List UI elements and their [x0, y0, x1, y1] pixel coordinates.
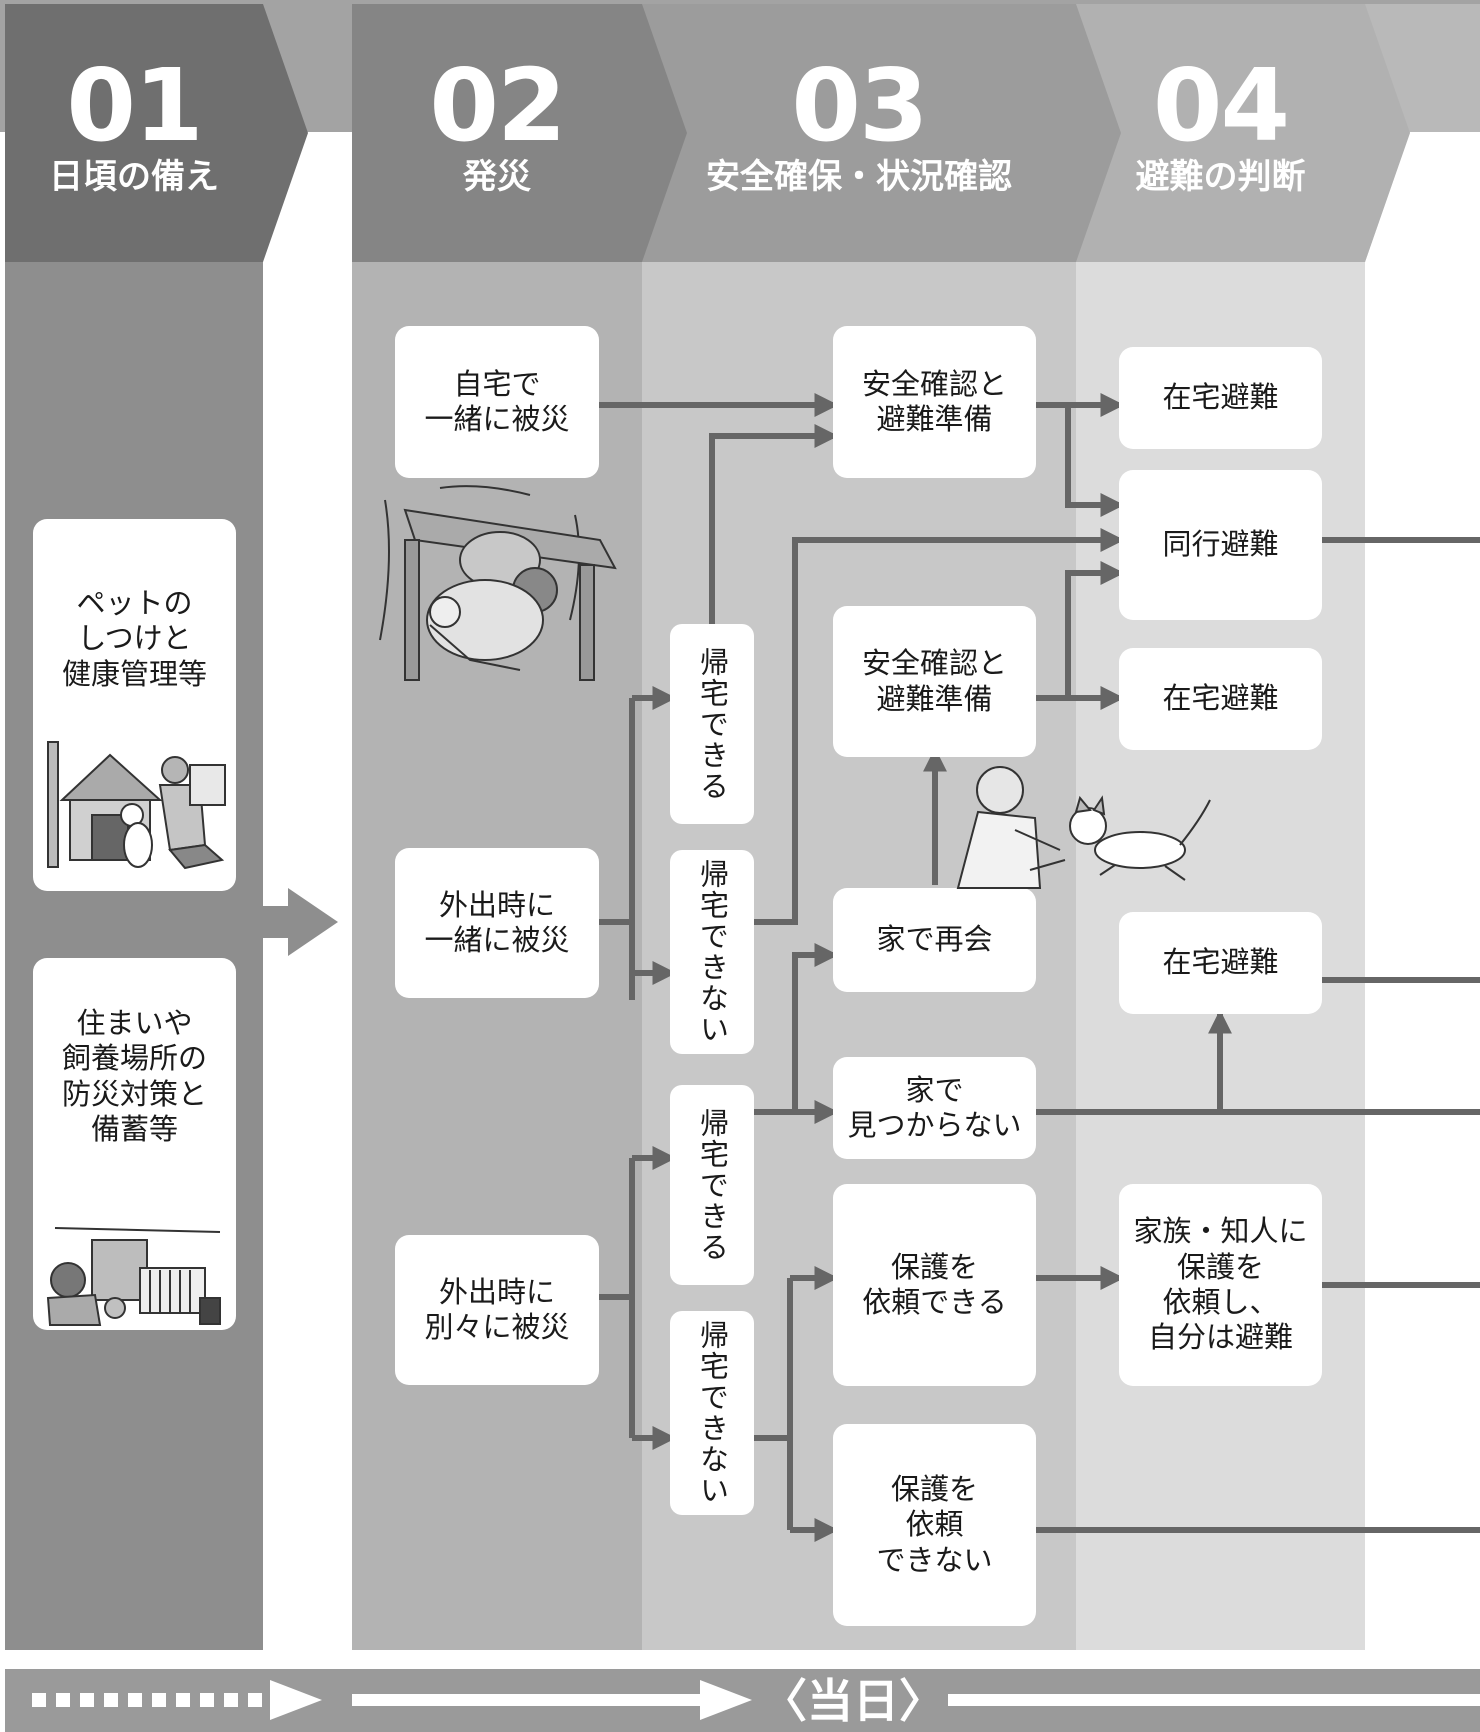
stage-02-header: 02 発災 — [352, 4, 642, 262]
cannot-return-home-1-text: 帰宅できない — [695, 859, 730, 1045]
timeline-bar — [5, 1669, 1480, 1732]
home-evacuation-box-1: 在宅避難 — [1119, 347, 1322, 449]
can-request-protection-box: 保護を 依頼できる — [833, 1184, 1036, 1386]
cannot-return-home-2-text: 帰宅できない — [695, 1320, 730, 1506]
col1-body — [5, 262, 263, 1650]
can-return-home-1: 帰宅できる — [670, 624, 754, 824]
pet-training-box: ペットの しつけと 健康管理等 — [33, 519, 236, 891]
stage-01-number: 01 — [66, 47, 203, 164]
not-found-at-home-box: 家で 見つからない — [833, 1057, 1036, 1159]
home-evacuation-box-3: 在宅避難 — [1119, 912, 1322, 1014]
stage-01-header: 01 日頃の備え — [5, 4, 263, 262]
can-return-home-2: 帰宅できる — [670, 1085, 754, 1285]
stage-04-header: 04 避難の判断 — [1076, 4, 1365, 262]
disaster-at-home-box: 自宅で 一緒に被災 — [395, 326, 599, 478]
stage-04-label: 避難の判断 — [1135, 157, 1306, 197]
accompanied-evacuation-text: 同行避難 — [1162, 527, 1279, 562]
outing-together-text: 外出時に 一緒に被災 — [424, 887, 570, 957]
cannot-return-home-1: 帰宅できない — [670, 850, 754, 1054]
safety-check-1-text: 安全確認と 避難準備 — [861, 366, 1007, 436]
stage-03-header: 03 安全確保・状況確認 — [642, 4, 1076, 262]
outing-together-box: 外出時に 一緒に被災 — [395, 848, 599, 998]
home-evacuation-3-text: 在宅避難 — [1162, 945, 1279, 980]
request-family-text: 家族・知人に 保護を 依頼し、 自分は避難 — [1133, 1214, 1308, 1355]
pet-training-text: ペットの しつけと 健康管理等 — [61, 586, 207, 691]
disaster-at-home-text: 自宅で 一緒に被災 — [424, 366, 570, 436]
stage-02-number: 02 — [429, 47, 566, 164]
can-return-home-2-text: 帰宅できる — [695, 1107, 730, 1263]
reunite-at-home-box: 家で再会 — [833, 888, 1036, 992]
home-preparation-text: 住まいや 飼養場所の 防災対策と 備蓄等 — [61, 1006, 207, 1147]
header-chevrons — [5, 4, 1480, 262]
safety-check-box-1: 安全確認と 避難準備 — [833, 326, 1036, 478]
cannot-request-protection-box: 保護を 依頼 できない — [833, 1424, 1036, 1626]
cannot-return-home-2: 帰宅できない — [670, 1311, 754, 1515]
stage-03-number: 03 — [791, 47, 928, 164]
request-family-box: 家族・知人に 保護を 依頼し、 自分は避難 — [1119, 1184, 1322, 1386]
safety-check-2-text: 安全確認と 避難準備 — [861, 646, 1007, 716]
timeline-label: 〈当日〉 — [761, 1674, 945, 1728]
home-preparation-box: 住まいや 飼養場所の 防災対策と 備蓄等 — [33, 958, 236, 1330]
outing-apart-text: 外出時に 別々に被災 — [424, 1274, 570, 1344]
home-evacuation-box-2: 在宅避難 — [1119, 648, 1322, 750]
reunite-at-home-text: 家で再会 — [876, 922, 993, 957]
stage-04-number: 04 — [1152, 47, 1290, 164]
home-evacuation-1-text: 在宅避難 — [1162, 380, 1279, 415]
accompanied-evacuation-box: 同行避難 — [1119, 470, 1322, 620]
safety-check-box-2: 安全確認と 避難準備 — [833, 606, 1036, 757]
not-found-at-home-text: 家で 見つからない — [847, 1072, 1022, 1142]
stage-03-label: 安全確保・状況確認 — [706, 157, 1012, 197]
stage-01-label: 日頃の備え — [49, 157, 219, 197]
outing-apart-box: 外出時に 別々に被災 — [395, 1235, 599, 1385]
stage-02-label: 発災 — [463, 157, 531, 197]
cannot-request-protection-text: 保護を 依頼 できない — [876, 1471, 993, 1577]
can-return-home-1-text: 帰宅できる — [695, 646, 730, 802]
home-evacuation-2-text: 在宅避難 — [1162, 681, 1279, 716]
can-request-protection-text: 保護を 依頼できる — [862, 1249, 1007, 1319]
